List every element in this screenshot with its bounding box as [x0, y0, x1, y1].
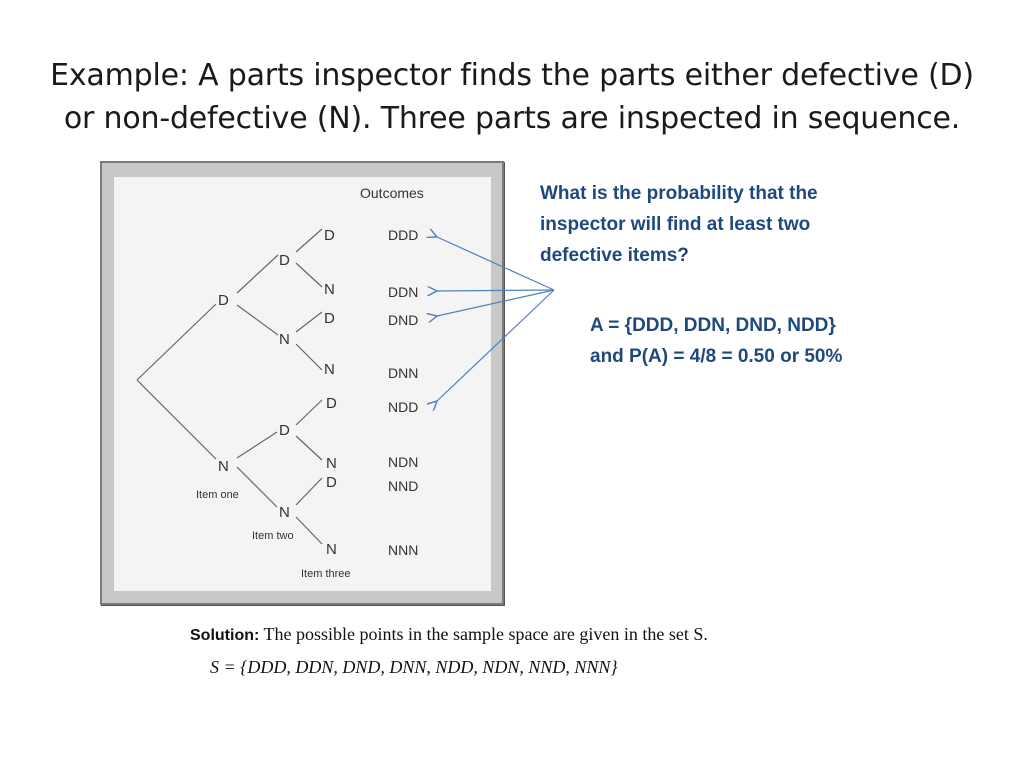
outcome-label: NDD: [388, 399, 418, 415]
node-d: D: [218, 292, 229, 309]
question-line-3: defective items?: [540, 245, 689, 266]
node-d: D: [326, 474, 337, 491]
branch: [295, 516, 323, 545]
branch: [236, 466, 278, 508]
slide-title: Example: A parts inspector finds the par…: [30, 54, 994, 140]
node-n: N: [326, 455, 337, 472]
question-text: What is the probability that the inspect…: [540, 178, 900, 271]
solution-label: Solution:: [190, 627, 260, 644]
question-line-2: inspector will find at least two: [540, 214, 811, 235]
branch: [236, 304, 279, 336]
branch: [295, 262, 323, 288]
branch: [236, 431, 278, 459]
arrow-to-ddd: [437, 237, 555, 291]
solution-block: Solution: The possible points in the sam…: [190, 620, 890, 684]
outcomes-header: Outcomes: [360, 185, 424, 201]
solution-text: The possible points in the sample space …: [263, 624, 708, 644]
branch: [295, 399, 323, 426]
outcome-label: DDD: [388, 227, 418, 243]
title-line-2: or non-defective (N). Three parts are in…: [63, 101, 961, 136]
node-n: N: [279, 504, 290, 521]
node-n: N: [324, 281, 335, 298]
node-d: D: [326, 395, 337, 412]
arrow-to-dnd: [437, 289, 555, 316]
node-n: N: [218, 458, 229, 475]
title-line-1: Example: A parts inspector finds the par…: [50, 58, 974, 93]
outcome-label: NNN: [388, 542, 418, 558]
branch: [295, 311, 323, 333]
answer-text: A = {DDD, DDN, DND, NDD} and P(A) = 4/8 …: [590, 310, 950, 372]
branch: [295, 435, 323, 461]
level-label-item-three: Item three: [301, 568, 351, 580]
branch: [295, 477, 323, 506]
branch: [295, 343, 323, 371]
node-n: N: [324, 361, 335, 378]
node-d: D: [324, 227, 335, 244]
outcome-label: DNN: [388, 365, 418, 381]
level-label-item-one: Item one: [196, 489, 239, 501]
outcome-label: NDN: [388, 454, 418, 470]
node-d: D: [279, 252, 290, 269]
branch: [136, 379, 217, 460]
level-label-item-two: Item two: [252, 530, 294, 542]
tree-diagram-frame: [100, 161, 504, 605]
node-n: N: [279, 331, 290, 348]
sample-space-set: S = {DDD, DDN, DND, DNN, NDD, NDN, NND, …: [210, 657, 618, 677]
node-d: D: [324, 310, 335, 327]
outcome-label: NND: [388, 478, 418, 494]
branch: [295, 228, 323, 253]
outcome-label: DND: [388, 312, 418, 328]
tree-branches: [136, 228, 323, 545]
answer-line-1: A = {DDD, DDN, DND, NDD}: [590, 315, 836, 336]
branch: [236, 254, 279, 294]
node-n: N: [326, 541, 337, 558]
callout-arrows: [437, 237, 555, 401]
branch: [136, 303, 217, 381]
question-line-1: What is the probability that the: [540, 183, 818, 204]
arrow-to-ndd: [437, 289, 555, 401]
answer-line-2: and P(A) = 4/8 = 0.50 or 50%: [590, 346, 843, 367]
arrow-to-ddn: [437, 290, 555, 291]
outcome-label: DDN: [388, 284, 418, 300]
node-d: D: [279, 422, 290, 439]
